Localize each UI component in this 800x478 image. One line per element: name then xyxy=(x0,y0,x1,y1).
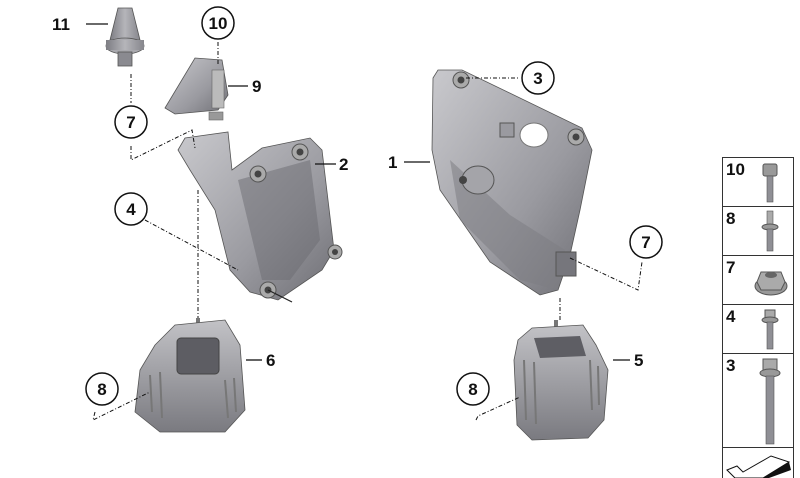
legend-label: 3 xyxy=(726,356,736,375)
hex-flange-nut-icon xyxy=(754,271,788,296)
legend-label: 10 xyxy=(726,160,745,179)
callout-11: 11 xyxy=(52,15,70,34)
legend-label: 4 xyxy=(726,307,736,326)
callout-9: 9 xyxy=(252,77,261,96)
legend-label: 7 xyxy=(726,258,736,277)
hardware-legend: 10 8 7 4 3 xyxy=(722,157,794,478)
callout-7-left: 7 xyxy=(126,113,135,132)
callout-5: 5 xyxy=(634,351,643,370)
diagram-arrow-icon xyxy=(726,455,791,478)
legend-row-7: 7 xyxy=(723,256,793,305)
callout-2: 2 xyxy=(339,155,348,174)
legend-row-3: 3 xyxy=(723,354,793,448)
legend-row-8: 8 xyxy=(723,207,793,256)
socket-head-bolt-icon xyxy=(762,163,778,203)
callout-8-right: 8 xyxy=(468,380,477,399)
part-1-bracket xyxy=(431,69,593,296)
callout-4: 4 xyxy=(126,200,136,219)
callout-7-right: 7 xyxy=(641,233,650,252)
torx-flange-bolt-short-icon xyxy=(761,309,779,350)
callout-8-left: 8 xyxy=(97,380,106,399)
legend-row-10: 10 xyxy=(723,158,793,207)
callout-3: 3 xyxy=(533,69,542,88)
legend-row-arrow xyxy=(723,448,793,478)
callout-6: 6 xyxy=(266,351,275,370)
legend-row-4: 4 xyxy=(723,305,793,354)
callout-1: 1 xyxy=(388,153,397,172)
part-6-engine-mount xyxy=(134,318,246,433)
part-11-rubber-stop xyxy=(105,7,145,67)
stud-bolt-icon xyxy=(761,210,779,252)
torx-flange-bolt-long-icon xyxy=(759,358,781,445)
callout-10: 10 xyxy=(209,14,228,33)
legend-label: 8 xyxy=(726,209,736,228)
part-9-small-bracket xyxy=(164,57,229,121)
part-2-bracket xyxy=(177,131,343,303)
part-5-engine-mount xyxy=(513,298,609,441)
